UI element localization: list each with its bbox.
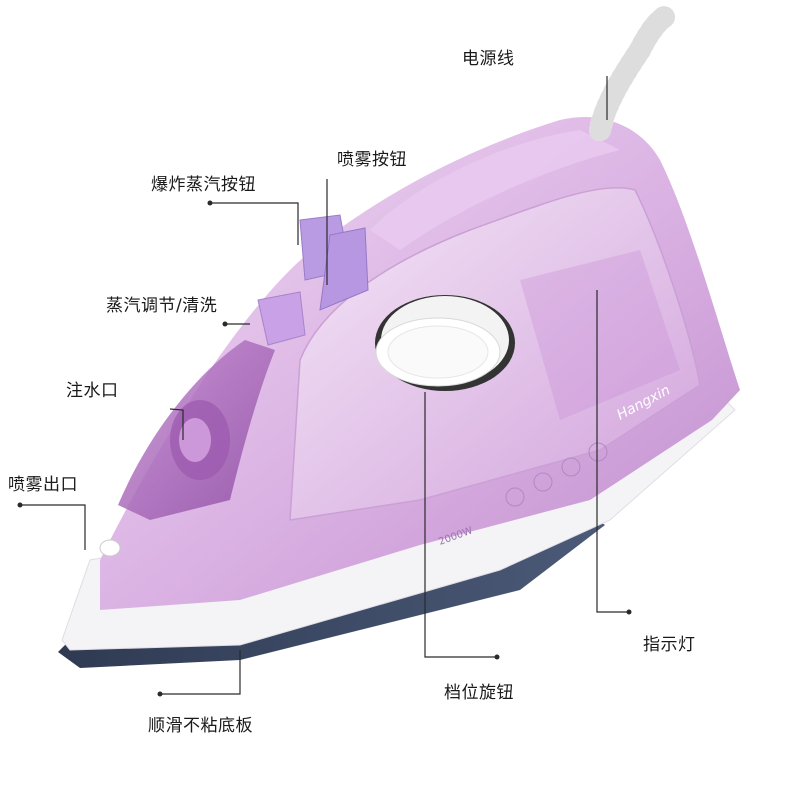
callout-lines: [20, 76, 629, 695]
steam-adjust-label: 蒸汽调节/清洗: [106, 296, 218, 316]
steam-slider: [257, 291, 306, 346]
spray-button-label: 喷雾按钮: [337, 150, 407, 170]
indicator-lights: [505, 442, 608, 507]
indicator-light-label: 指示灯: [643, 635, 696, 655]
spray-nozzle: [99, 539, 121, 557]
spray-outlet-label: 喷雾出口: [8, 475, 78, 495]
spray-button-shape: [319, 227, 369, 311]
dial-knob: [375, 295, 515, 391]
water-inlet-label: 注水口: [66, 381, 119, 401]
burst-steam-button-label: 爆炸蒸汽按钮: [151, 175, 256, 195]
soleplate-label: 顺滑不粘底板: [148, 716, 253, 736]
power-cord: [589, 4, 679, 141]
dial-knob-label: 档位旋钮: [444, 683, 514, 703]
power-cord-label: 电源线: [462, 49, 515, 69]
nose-section: [118, 340, 275, 520]
callout-dots: [17, 200, 632, 697]
